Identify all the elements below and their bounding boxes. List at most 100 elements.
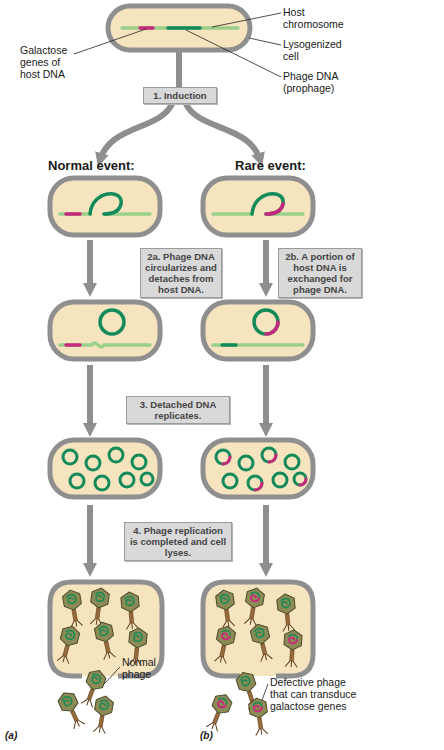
flow-arrow: [87, 240, 93, 290]
dna-strand: [262, 448, 276, 462]
dna-strand: [90, 194, 121, 214]
phage-particle: [120, 591, 141, 629]
flow-arrow: [100, 104, 172, 160]
dna-strand: [273, 473, 287, 487]
dna-strand: [122, 26, 238, 30]
phage-particle: [248, 697, 270, 736]
dna-strand: [168, 26, 200, 30]
dna-strand: [254, 310, 278, 334]
flow-arrow: [87, 365, 93, 430]
phage-particle: [55, 587, 303, 736]
dna-strand: [216, 450, 230, 464]
dna-strand: [140, 26, 153, 30]
dna-strand: [255, 483, 262, 490]
callout-label: Galactose genes of host DNA: [20, 44, 76, 80]
phage-particle: [56, 689, 87, 730]
phage-particle: [91, 695, 115, 734]
bacterial-cell: [50, 302, 160, 359]
dna-strand: [86, 456, 100, 470]
dna-strand: [223, 455, 306, 490]
dna-strand: [294, 473, 306, 485]
flow-arrow: [87, 505, 93, 570]
dna-strand: [223, 457, 230, 464]
dna-strand: [66, 343, 80, 347]
step-box: 2b. A portion of host DNA is exchanged f…: [278, 248, 362, 298]
dna-strand: [266, 204, 283, 214]
flow-arrow: [263, 365, 269, 430]
phage-particle: [93, 620, 118, 660]
dna-strand: [223, 474, 237, 488]
step-text: 3. Detached DNA replicates.: [131, 399, 225, 421]
dna-strand: [248, 476, 262, 490]
dna-strand: [213, 212, 303, 216]
callout-label: Phage DNA (prophage): [283, 70, 355, 94]
bacterial-cell: [203, 582, 313, 676]
callout-label: Lysogenized cell: [283, 38, 355, 62]
flow-arrow: [263, 240, 269, 290]
phage-particle: [55, 624, 81, 664]
panel-letter: (a): [5, 730, 35, 742]
leader-line: [249, 38, 281, 45]
bacterial-cell: [203, 302, 313, 359]
column-heading: Rare event:: [235, 158, 375, 173]
bacterial-cell: [50, 178, 160, 235]
bacterial-cell: [50, 440, 160, 497]
dna-strand: [300, 479, 306, 485]
phage-particle: [212, 624, 237, 664]
flow-arrow: [176, 52, 182, 90]
dna-strand: [239, 456, 253, 470]
panel-letter: (b): [200, 730, 230, 742]
step-text: 2b. A portion of host DNA is exchanged f…: [283, 251, 357, 295]
dna-strand: [109, 448, 123, 462]
dna-strand: [60, 28, 306, 490]
bacterial-cell: [203, 440, 313, 497]
leader-line: [262, 684, 268, 700]
callout-label: Host chromosome: [283, 6, 355, 30]
dna-strand: [63, 450, 77, 464]
dna-strand: [66, 212, 80, 216]
flow-arrow: [186, 104, 260, 160]
dna-strand: [60, 343, 150, 347]
leader-line: [212, 13, 281, 27]
dna-strand: [100, 310, 124, 334]
phage-particle: [242, 587, 266, 626]
leader-line: [186, 30, 281, 77]
phage-particle: [276, 593, 297, 632]
dna-strand: [120, 473, 134, 487]
step-text: 1. Induction: [148, 90, 212, 101]
dna-strand: [266, 322, 278, 334]
step-text: 2a. Phage DNA circularizes and detaches …: [145, 251, 217, 295]
leader-line: [74, 13, 281, 700]
phage-particle: [62, 589, 86, 628]
phage-particle: [282, 629, 302, 667]
dna-strand: [252, 194, 283, 214]
callout-label: Defective phage that can transduce galac…: [270, 676, 366, 712]
phage-particle: [204, 691, 234, 732]
dna-strand: [141, 473, 153, 485]
leader-line: [74, 29, 146, 54]
dna-strand: [269, 455, 276, 462]
dna-strand: [132, 455, 146, 469]
column-heading: Normal event:: [48, 158, 188, 173]
bacterial-cell: [108, 6, 250, 50]
phage-particle: [88, 587, 110, 626]
leader-line: [104, 667, 120, 684]
callout-label: Normal phage: [122, 656, 166, 680]
phage-particle: [249, 622, 275, 662]
dna-strand: [95, 476, 109, 490]
dna-strand: [63, 448, 306, 490]
step-text: 4. Phage replication is completed and ce…: [129, 525, 227, 558]
step-box: 1. Induction: [143, 87, 217, 104]
step-box: 3. Detached DNA replicates.: [126, 396, 230, 424]
bacterial-cell: [50, 6, 313, 676]
step-box: 4. Phage replication is completed and ce…: [124, 522, 232, 561]
step-box: 2a. Phage DNA circularizes and detaches …: [140, 248, 222, 298]
flow-arrow: [263, 505, 269, 570]
dna-strand: [213, 343, 303, 347]
bacterial-cell: [203, 178, 313, 235]
phage-particle: [215, 589, 237, 628]
dna-strand: [285, 455, 299, 469]
dna-strand: [222, 343, 236, 347]
